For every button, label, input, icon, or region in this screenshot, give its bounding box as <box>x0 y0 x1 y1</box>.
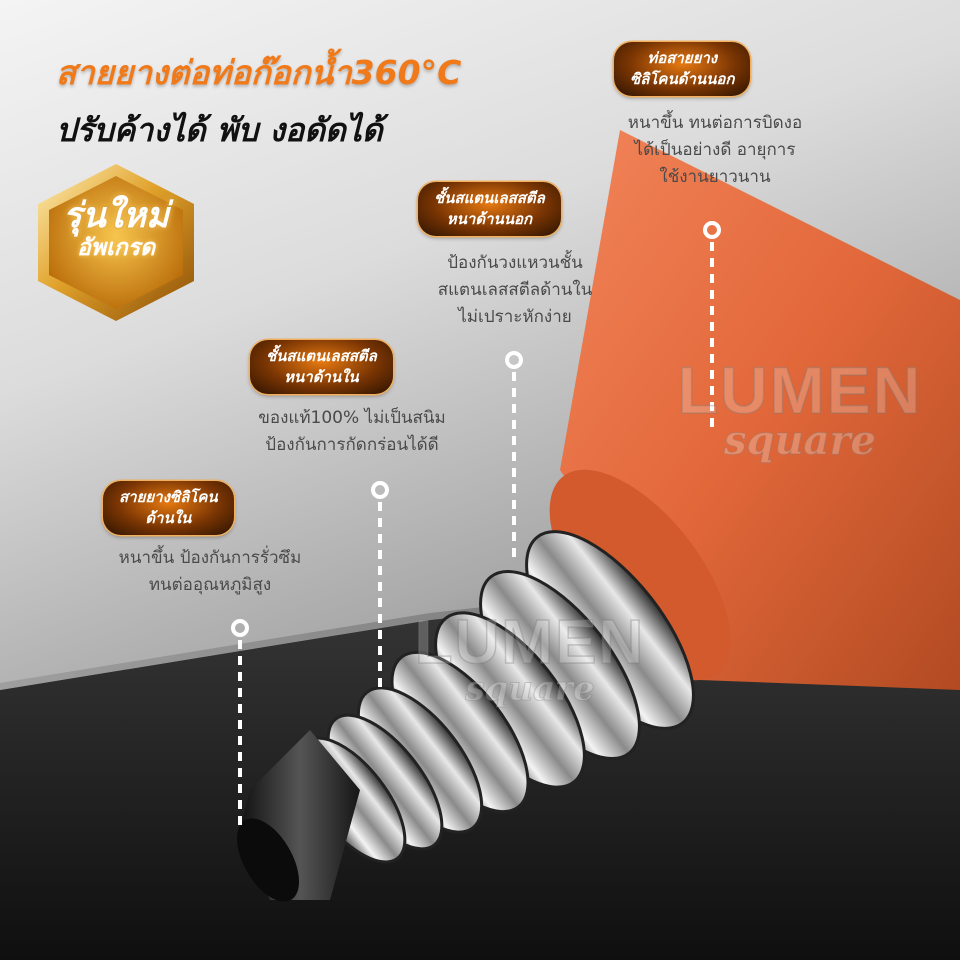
inner-silicone-tube <box>237 730 360 902</box>
new-model-badge-hexagon <box>38 164 194 321</box>
badge-label: รุ่นใหม่ อัพเกรด <box>26 198 206 262</box>
headline-line-2: ปรับค้างได้ พับ งอดัดได้ <box>56 111 383 149</box>
callout-outer-silicone-desc: หนาขึ้น ทนต่อการบิดงอ ได้เป็นอย่างดี อาย… <box>590 110 840 191</box>
callout-title-line: สายยางซิลิโคน <box>119 488 218 506</box>
callout-desc-line: สแตนเลสสตีลด้านใน <box>437 280 593 300</box>
callout-connectors <box>231 221 721 830</box>
callout-desc-line: ไม่เปราะหักง่าย <box>458 307 572 327</box>
callout-desc-line: ป้องกันการกัดกร่อนได้ดี <box>265 435 439 455</box>
callout-outer-stainless-desc: ป้องกันวงแหวนชั้น สแตนเลสสตีลด้านใน ไม่เ… <box>405 250 625 331</box>
callout-desc-line: ป้องกันวงแหวนชั้น <box>447 253 583 273</box>
callout-inner-silicone-title: สายยางซิลิโคน ด้านใน <box>103 481 234 535</box>
headline: สายยางต่อท่อก๊อกน้ำ360°C ปรับค้างได้ พับ… <box>56 46 576 156</box>
silicone-hose-outer <box>549 130 960 690</box>
callout-outer-silicone-title: ท่อสายยาง ซิลิโคนด้านนอก <box>614 42 751 96</box>
badge-line-2: อัพเกรด <box>76 234 156 261</box>
callout-desc-line: ได้เป็นอย่างดี อายุการ <box>634 140 796 160</box>
callout-title-line: ด้านใน <box>145 509 192 527</box>
callout-title-line: ซิลิโคนด้านนอก <box>630 70 735 88</box>
callout-desc-line: หนาขึ้น ทนต่อการบิดงอ <box>627 113 803 133</box>
callout-outer-stainless-title: ชั้นสแตนเลสสตีล หนาด้านนอก <box>418 182 561 236</box>
callout-title-line: หนาด้านใน <box>284 368 359 386</box>
headline-line-1: สายยางต่อท่อก๊อกน้ำ360°C <box>56 53 462 92</box>
callout-desc-line: ทนต่ออุณหภูมิสูง <box>148 575 272 595</box>
badge-line-1: รุ่นใหม่ <box>63 196 169 236</box>
callout-inner-stainless-title: ชั้นสแตนเลสสตีล หนาด้านใน <box>250 340 393 394</box>
callout-title-line: ชั้นสแตนเลสสตีล <box>266 347 377 365</box>
callout-desc-line: หนาขึ้น ป้องกันการรั่วซึม <box>118 548 302 568</box>
callout-title-line: หนาด้านนอก <box>446 210 533 228</box>
callout-inner-stainless-desc: ของแท้100% ไม่เป็นสนิม ป้องกันการกัดกร่อ… <box>222 405 482 459</box>
callout-desc-line: ใช้งานยาวนาน <box>659 167 771 187</box>
callout-title-line: ชั้นสแตนเลสสตีล <box>434 189 545 207</box>
stainless-rings <box>297 530 695 864</box>
callout-title-line: ท่อสายยาง <box>647 49 718 67</box>
callout-inner-silicone-desc: หนาขึ้น ป้องกันการรั่วซึม ทนต่ออุณหภูมิส… <box>70 545 350 599</box>
callout-desc-line: ของแท้100% ไม่เป็นสนิม <box>258 408 446 428</box>
